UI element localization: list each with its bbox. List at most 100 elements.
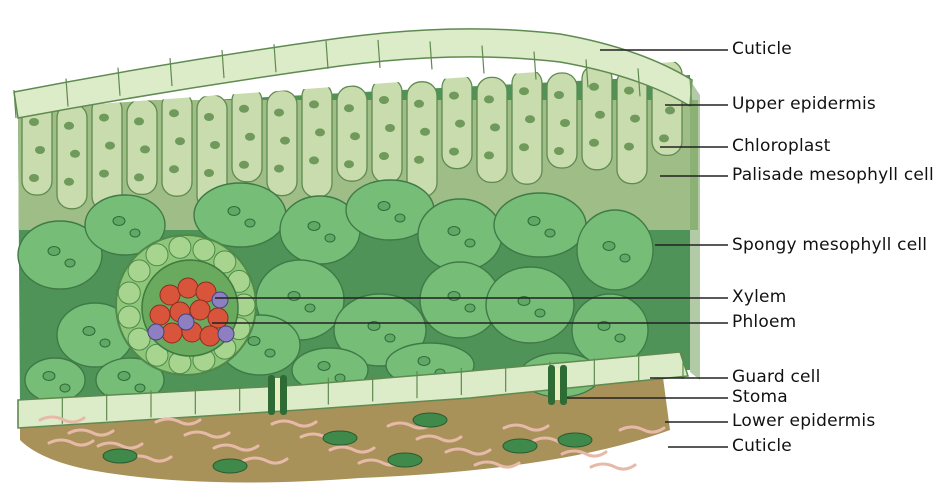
label-cuticle-top: Cuticle [732, 40, 792, 59]
chloroplast [615, 334, 625, 342]
chloroplast [308, 222, 320, 231]
spongy-mesophyll-cell [194, 183, 286, 247]
chloroplast [204, 169, 214, 177]
chloroplast [140, 145, 150, 153]
chloroplast [325, 234, 335, 242]
lower-tissue-cell [413, 413, 447, 427]
xylem-cell [190, 300, 210, 320]
stoma-left [268, 375, 287, 415]
chloroplast [280, 137, 290, 145]
chloroplast [448, 227, 460, 236]
chloroplast [659, 134, 669, 142]
chloroplast [309, 156, 319, 164]
spongy-mesophyll-cell [577, 210, 653, 290]
lower-tissue-cell [503, 439, 537, 453]
chloroplast [309, 100, 319, 108]
spongy-mesophyll-cell [25, 358, 85, 402]
chloroplast [545, 229, 555, 237]
chloroplast [169, 165, 179, 173]
chloroplast [385, 124, 395, 132]
label-guard-cell: Guard cell [732, 368, 821, 387]
chloroplast [43, 372, 55, 381]
label-phloem: Phloem [732, 313, 796, 332]
label-stoma: Stoma [732, 388, 788, 407]
chloroplast [118, 372, 130, 381]
lower-tissue-cell [558, 433, 592, 447]
spongy-mesophyll-cell [418, 199, 502, 271]
chloroplast [228, 207, 240, 216]
chloroplast [210, 141, 220, 149]
guard-cell [548, 365, 555, 405]
chloroplast [35, 146, 45, 154]
chloroplast [305, 304, 315, 312]
chloroplast [414, 100, 424, 108]
palisade-cell [302, 82, 332, 197]
chloroplast [265, 349, 275, 357]
chloroplast [449, 148, 459, 156]
bundle-sheath-cell [118, 282, 140, 304]
chloroplast [134, 173, 144, 181]
chloroplast [29, 174, 39, 182]
chloroplast [175, 137, 185, 145]
chloroplast [379, 96, 389, 104]
chloroplast [379, 152, 389, 160]
bundle-sheath-cell [193, 239, 215, 261]
chloroplast [449, 92, 459, 100]
chloroplast [65, 259, 75, 267]
xylem-cell [150, 305, 170, 325]
chloroplast [665, 106, 675, 114]
lower-tissue-cell [103, 449, 137, 463]
lower-tissue-cell [323, 431, 357, 445]
chloroplast [113, 217, 125, 226]
bundle-sheath-cell [128, 328, 150, 350]
chloroplast [624, 143, 634, 151]
chloroplast [64, 178, 74, 186]
label-spongy: Spongy mesophyll cell [732, 236, 947, 255]
chloroplast [465, 304, 475, 312]
chloroplast [60, 384, 70, 392]
chloroplast [484, 95, 494, 103]
chloroplast [420, 128, 430, 136]
label-palisade: Palisade mesophyll cell [732, 166, 947, 185]
chloroplast [274, 109, 284, 117]
palisade-cell [512, 69, 542, 184]
spongy-mesophyll-cell [486, 267, 574, 343]
chloroplast [105, 142, 115, 150]
chloroplast [350, 132, 360, 140]
xylem-cell [178, 278, 198, 298]
guard-cell [560, 365, 567, 405]
chloroplast [395, 214, 405, 222]
vascular-bundle [116, 235, 256, 375]
chloroplast [70, 150, 80, 158]
chloroplast [344, 160, 354, 168]
label-xylem: Xylem [732, 288, 786, 307]
chloroplast [378, 202, 390, 211]
chloroplast [595, 111, 605, 119]
chloroplast [169, 109, 179, 117]
stoma-pore [555, 368, 560, 400]
chloroplast [630, 115, 640, 123]
label-lower-epidermis: Lower epidermis [732, 412, 875, 431]
chloroplast [239, 161, 249, 169]
chloroplast [414, 156, 424, 164]
label-upper-epidermis: Upper epidermis [732, 95, 876, 114]
chloroplast [315, 128, 325, 136]
chloroplast [245, 219, 255, 227]
chloroplast [99, 170, 109, 178]
label-chloroplast: Chloroplast [732, 137, 830, 156]
phloem-cell [218, 326, 234, 342]
xylem-cell [200, 326, 220, 346]
chloroplast [525, 115, 535, 123]
tissue-fiber [591, 464, 635, 469]
label-cuticle-bottom: Cuticle [732, 437, 792, 456]
chloroplast [620, 254, 630, 262]
guard-cell [268, 375, 275, 415]
stoma-right [548, 365, 567, 405]
chloroplast [99, 114, 109, 122]
chloroplast [528, 217, 540, 226]
chloroplast [100, 339, 110, 347]
lower-tissue-cell [213, 459, 247, 473]
chloroplast [64, 122, 74, 130]
palisade-cell [407, 82, 437, 197]
palisade-cell [617, 69, 647, 184]
